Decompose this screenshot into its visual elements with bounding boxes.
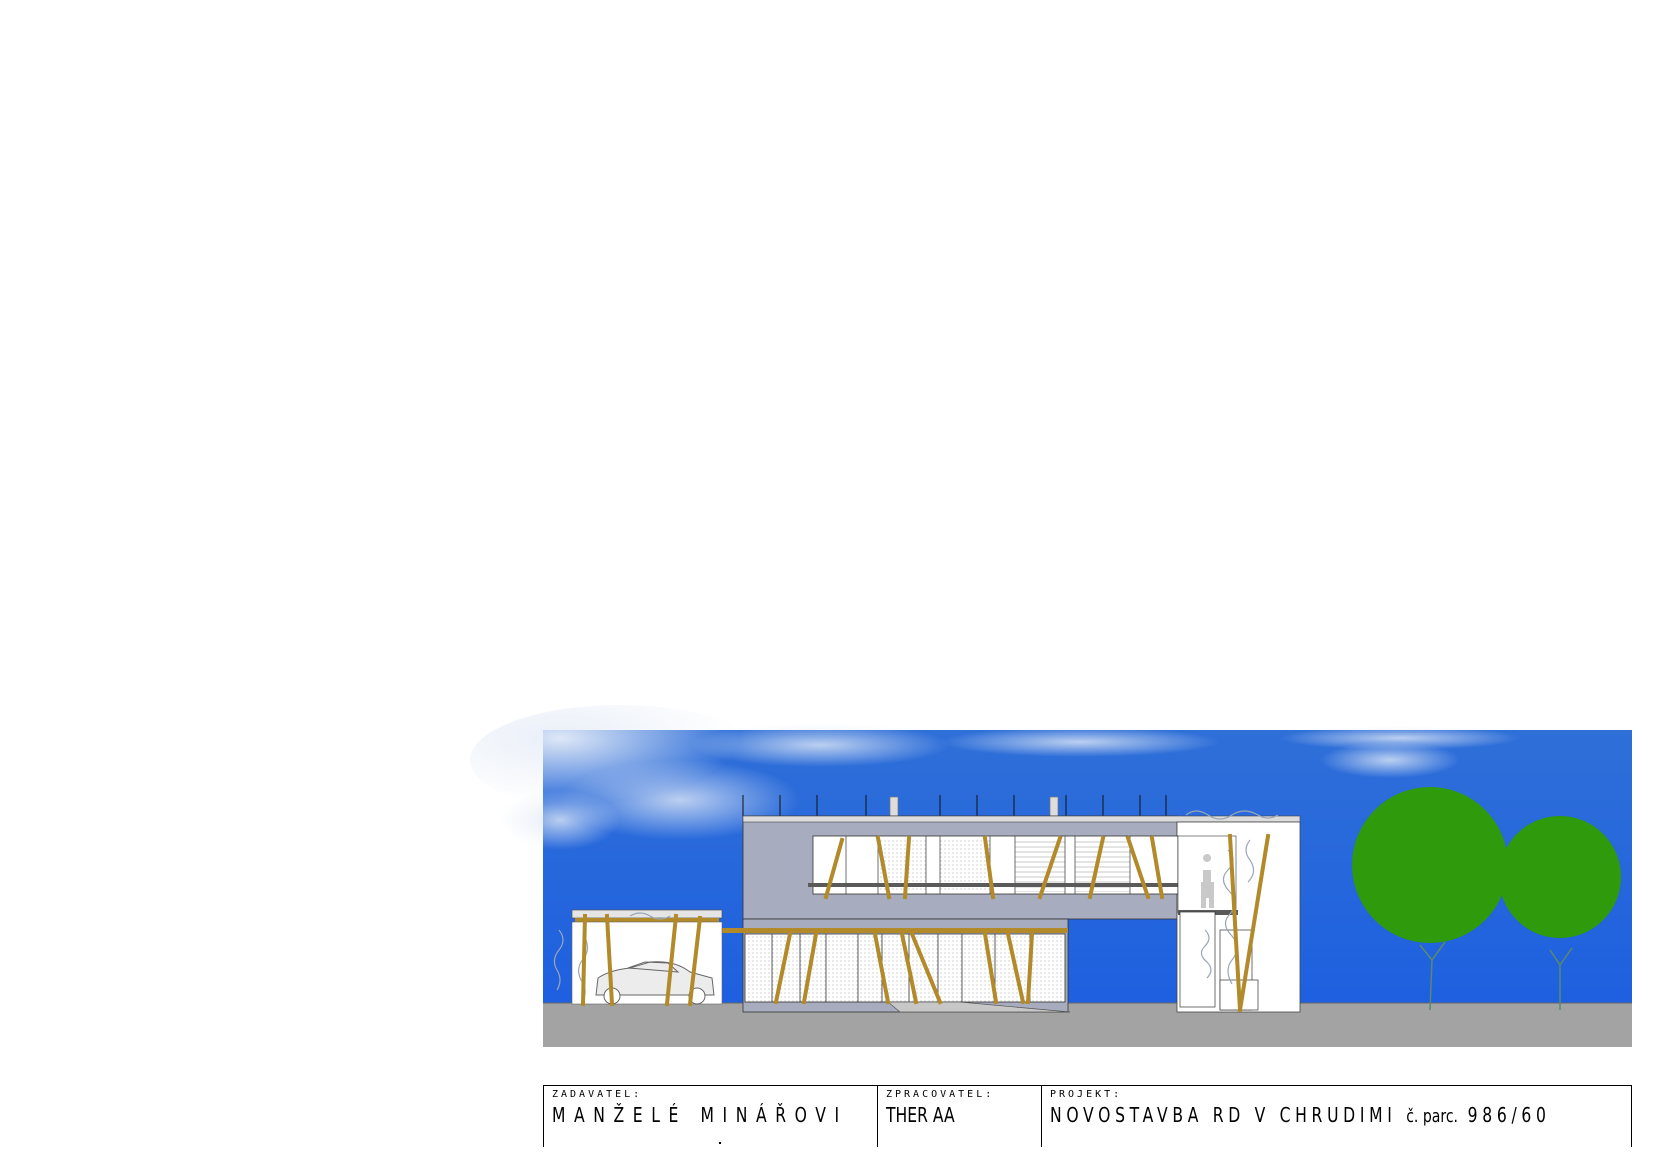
climbing-plants (553, 810, 1279, 1001)
tree-left (1352, 787, 1508, 1011)
project-parcel-prefix: č. parc. (1406, 1106, 1459, 1127)
author-value: THER AA (886, 1103, 955, 1127)
author-label: ZPRACOVATEL: (886, 1089, 995, 1100)
upper-window-band (808, 835, 1183, 895)
chimney-right (1049, 796, 1059, 818)
client-label: ZADAVATEL: (552, 1089, 643, 1100)
client-cell: ZADAVATEL: MANŽELÉ MINÁŘOVI (544, 1086, 878, 1147)
clouds (470, 705, 1520, 850)
project-name: NOVOSTAVBA RD V CHRUDIMI (1050, 1103, 1397, 1127)
ground (543, 1003, 1632, 1047)
person-figure (1201, 854, 1214, 908)
balcony (1177, 835, 1238, 915)
cantilever-beam (690, 928, 1068, 933)
project-value: NOVOSTAVBA RD V CHRUDIMI č. parc. 986/60 (1050, 1103, 1551, 1127)
client-value: MANŽELÉ MINÁŘOVI (552, 1103, 848, 1127)
project-cell: PROJEKT: NOVOSTAVBA RD V CHRUDIMI č. par… (1042, 1086, 1631, 1147)
project-label: PROJEKT: (1050, 1089, 1123, 1100)
roof-slab (742, 815, 1301, 823)
title-block: ZADAVATEL: MANŽELÉ MINÁŘOVI ZPRACOVATEL:… (543, 1085, 1632, 1147)
tree-right (1499, 816, 1621, 1010)
timber-poles (580, 833, 1271, 1013)
author-cell: ZPRACOVATEL: THER AA (878, 1086, 1042, 1147)
project-parcel-number: 986/60 (1467, 1103, 1551, 1127)
car (595, 961, 715, 1005)
roof-railing (742, 795, 1167, 816)
chimney-left (889, 796, 899, 818)
entrance-ramp (887, 1001, 1071, 1013)
mark-dot (719, 1142, 721, 1144)
